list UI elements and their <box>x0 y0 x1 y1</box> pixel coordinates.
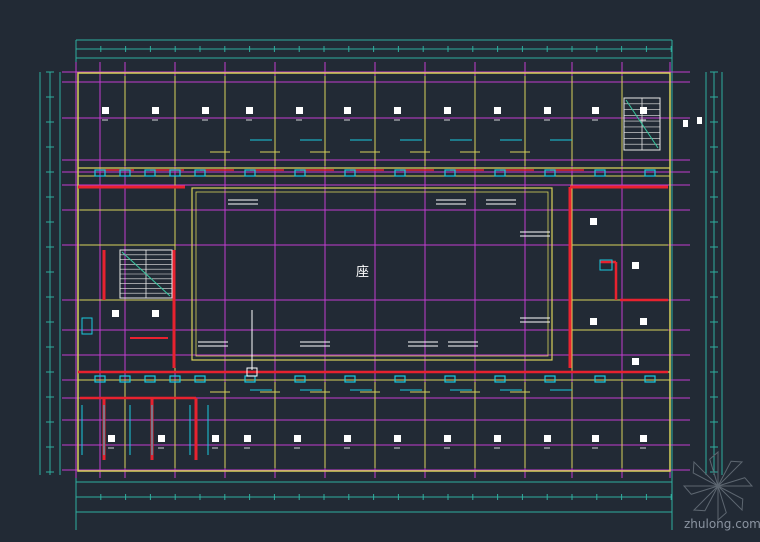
outer-wall <box>77 72 671 472</box>
room-marker <box>152 310 159 317</box>
fcu-unit <box>169 375 181 383</box>
equipment-symbols <box>81 139 656 455</box>
fcu-unit <box>169 169 181 177</box>
room-marker <box>697 117 702 124</box>
stair-arrow <box>625 99 659 149</box>
atrium-wall <box>191 187 553 361</box>
fcu-unit <box>344 375 356 383</box>
logo-petal <box>717 485 727 522</box>
room-marker <box>494 107 501 114</box>
fcu-unit <box>444 169 456 177</box>
room-marker <box>344 107 351 114</box>
room-marker <box>444 435 451 442</box>
room-marker <box>590 318 597 325</box>
room-marker <box>394 435 401 442</box>
equipment-box <box>81 317 93 335</box>
room-marker <box>344 435 351 442</box>
room-marker <box>494 435 501 442</box>
fcu-unit <box>244 169 256 177</box>
fcu-unit <box>119 169 131 177</box>
fcu-unit <box>394 169 406 177</box>
room-marker <box>296 107 303 114</box>
fcu-unit <box>344 169 356 177</box>
logo-petal <box>717 477 754 487</box>
stair-icon <box>119 97 661 299</box>
logo-petal <box>709 450 719 487</box>
room-marker <box>544 107 551 114</box>
fcu-unit <box>294 169 306 177</box>
room-marker <box>246 107 253 114</box>
fcu-unit <box>444 375 456 383</box>
room-marker <box>544 435 551 442</box>
fcu-unit <box>644 375 656 383</box>
room-marker <box>640 435 647 442</box>
room-marker <box>444 107 451 114</box>
room-marker <box>244 435 251 442</box>
walls <box>77 72 671 472</box>
room-marker <box>158 435 165 442</box>
fcu-unit <box>119 375 131 383</box>
room-marker <box>592 107 599 114</box>
room-marker <box>592 435 599 442</box>
room-marker <box>108 435 115 442</box>
room-marker <box>152 107 159 114</box>
logo-petal <box>682 485 719 495</box>
room-marker <box>640 107 647 114</box>
equipment-box <box>599 259 613 271</box>
fcu-unit <box>594 375 606 383</box>
tag-box <box>246 367 258 377</box>
room-marker <box>394 107 401 114</box>
fcu-unit <box>494 169 506 177</box>
room-marker <box>212 435 219 442</box>
fcu-unit <box>294 375 306 383</box>
watermark-text: zhulong.com <box>684 517 760 531</box>
room-marker <box>294 435 301 442</box>
fcu-unit <box>544 375 556 383</box>
room-marker <box>683 120 688 127</box>
pipe-runs <box>78 169 668 460</box>
logo-petal <box>717 460 744 487</box>
room-label: 座 <box>356 265 369 280</box>
fcu-unit <box>194 375 206 383</box>
fcu-unit <box>144 169 156 177</box>
room-markers <box>102 107 702 449</box>
room-marker <box>102 107 109 114</box>
room-marker <box>640 318 647 325</box>
room-marker <box>632 262 639 269</box>
fcu-unit <box>494 375 506 383</box>
fcu-unit <box>94 375 106 383</box>
stair-arrow <box>121 251 171 297</box>
room-marker <box>590 218 597 225</box>
room-marker <box>112 310 119 317</box>
fcu-unit <box>144 375 156 383</box>
logo-icon <box>682 450 754 522</box>
atrium-wall <box>195 191 549 357</box>
fcu-unit <box>544 169 556 177</box>
fcu-unit <box>194 169 206 177</box>
room-marker <box>632 358 639 365</box>
logo-petal <box>692 460 719 487</box>
fcu-unit <box>94 169 106 177</box>
logo-petal <box>717 485 744 512</box>
fcu-unit <box>394 375 406 383</box>
logo-petal <box>692 485 719 512</box>
fcu-unit <box>594 169 606 177</box>
room-marker <box>202 107 209 114</box>
fcu-unit <box>644 169 656 177</box>
